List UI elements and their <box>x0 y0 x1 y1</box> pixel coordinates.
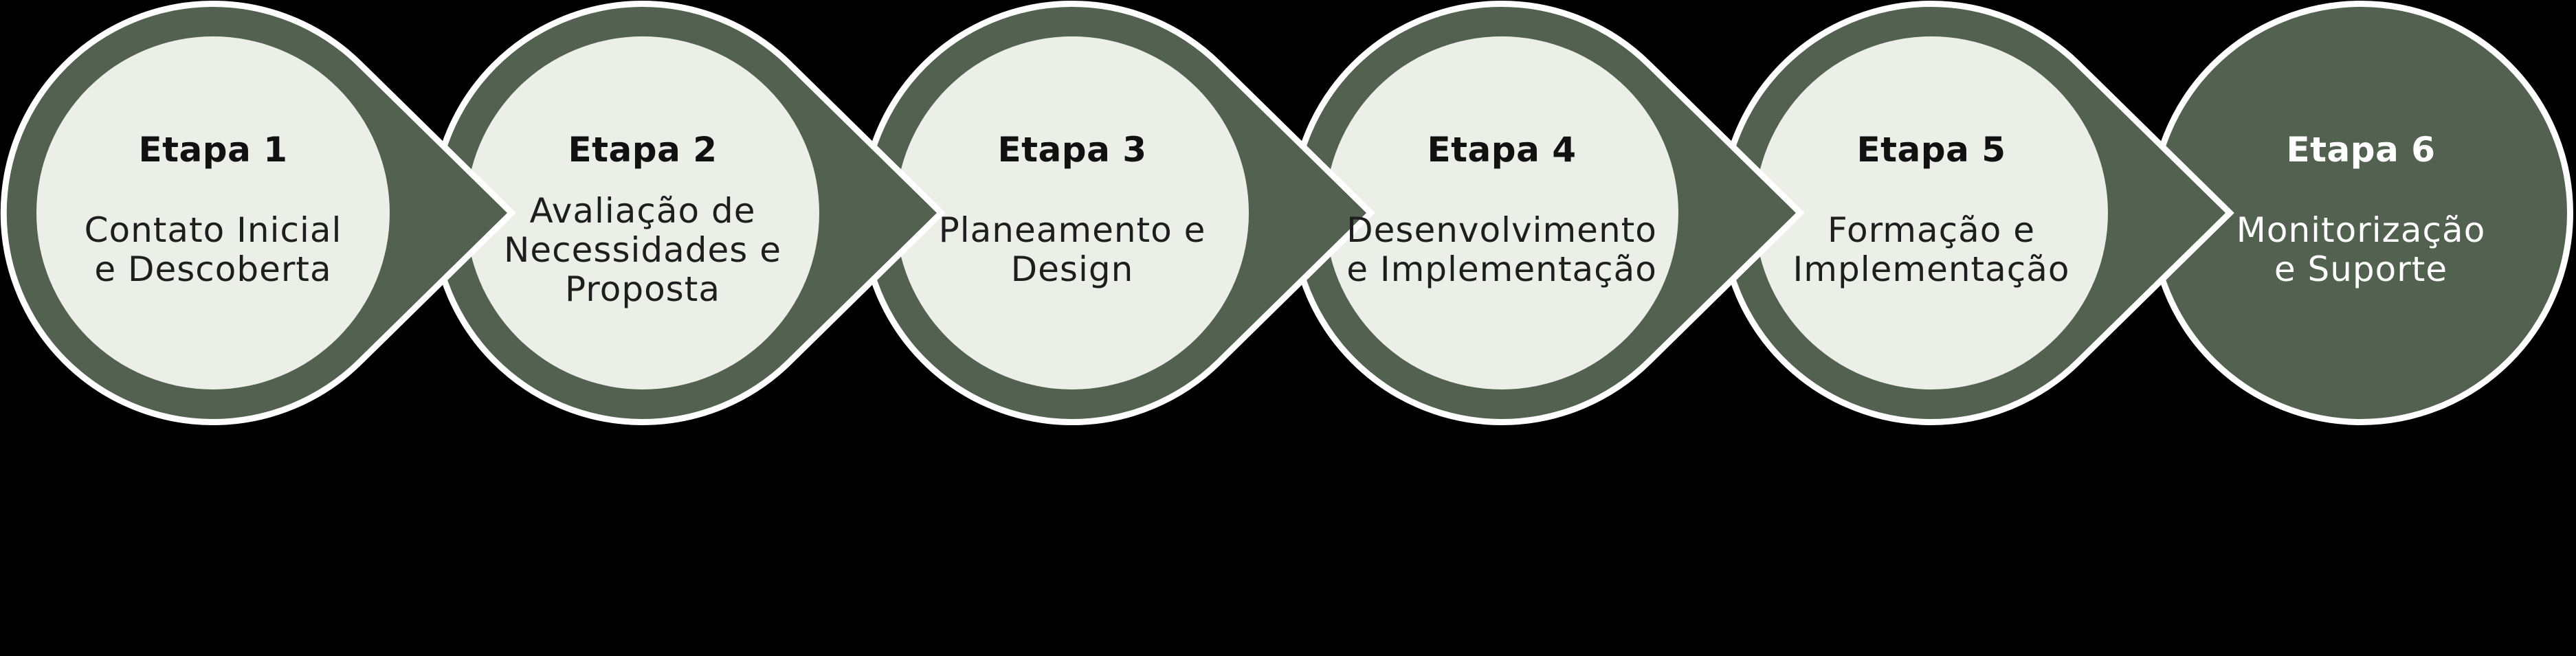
stage-3: Etapa 3 Planeamento e Design <box>880 0 1265 426</box>
stage-4-bubble-group <box>1289 1 1805 425</box>
stage-1-description-line: Contato Inicial <box>84 210 342 250</box>
stage-6-description: Monitorização e Suporte <box>2168 198 2553 302</box>
stage-5-title: Etapa 5 <box>1856 130 2006 170</box>
stage-1: Etapa 1 Contato Inicial e Descoberta <box>21 0 406 426</box>
stage-2-description: Avaliação de Necessidades e Proposta <box>450 191 835 308</box>
stage-4-title: Etapa 4 <box>1427 130 1577 170</box>
stage-1-description-line: e Descoberta <box>94 249 332 289</box>
stage-5-description-line: Formação e <box>1828 210 2035 250</box>
stage-2-title: Etapa 2 <box>568 130 718 170</box>
stage-4-inner-circle <box>1325 36 1678 389</box>
stage-2-description-line: Proposta <box>565 269 720 309</box>
stage-5-inner-circle <box>1755 36 2108 389</box>
stage-2-description-line: Avaliação de <box>529 190 756 231</box>
stage-4-description-line: Desenvolvimento <box>1346 210 1657 250</box>
stage-1-title: Etapa 1 <box>138 130 288 170</box>
stage-2-inner-circle <box>466 36 819 389</box>
stage-3-description-line: Design <box>1010 249 1134 289</box>
stage-5-description-line: Implementação <box>1792 249 2070 289</box>
stage-3-description-line: Planeamento e <box>938 210 1206 250</box>
stage-6-title: Etapa 6 <box>2286 130 2436 170</box>
stage-2-description-line: Necessidades e <box>504 229 781 270</box>
stage-1-description: Contato Inicial e Descoberta <box>21 198 406 302</box>
stage-4: Etapa 4 Desenvolvimento e Implementação <box>1309 0 1694 426</box>
stage-6-description-line: e Suporte <box>2274 249 2448 289</box>
stage-6: Etapa 6 Monitorização e Suporte <box>2168 0 2553 426</box>
stage-1-bubble-group <box>0 1 516 425</box>
stage-2: Etapa 2 Avaliação de Necessidades e Prop… <box>450 0 835 426</box>
stage-5-description: Formação e Implementação <box>1739 198 2124 302</box>
stage-3-description: Planeamento e Design <box>880 198 1265 302</box>
stage-3-inner-circle <box>896 36 1249 389</box>
stage-1-inner-circle <box>36 36 390 389</box>
stage-3-title: Etapa 3 <box>997 130 1147 170</box>
stage-4-description-line: e Implementação <box>1346 249 1657 289</box>
stage-4-description: Desenvolvimento e Implementação <box>1309 198 1694 302</box>
stage-5: Etapa 5 Formação e Implementação <box>1739 0 2124 426</box>
stage-6-description-line: Monitorização <box>2236 210 2486 250</box>
